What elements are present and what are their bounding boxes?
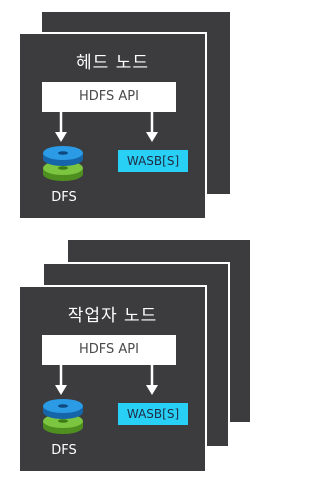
head-node-arrow-to-dfs bbox=[55, 112, 67, 142]
worker-node-arrow-to-dfs bbox=[55, 365, 67, 395]
head-node-title: 헤드 노드 bbox=[76, 53, 149, 73]
head-node-card: 헤드 노드 HDFS API DFS WASB[S] bbox=[18, 32, 207, 220]
worker-node-title: 작업자 노드 bbox=[67, 306, 158, 326]
head-node-wasb-box: WASB[S] bbox=[118, 150, 188, 172]
worker-node-dfs-label: DFS bbox=[51, 443, 77, 458]
head-node-hdfs-api-box: HDFS API bbox=[42, 82, 176, 112]
worker-node-hdfs-api-box: HDFS API bbox=[42, 335, 176, 365]
worker-node-card: 작업자 노드 HDFS API DFS WASB[S] bbox=[18, 285, 207, 473]
worker-node-wasb-box: WASB[S] bbox=[118, 403, 188, 425]
head-node-dfs-label: DFS bbox=[51, 190, 77, 205]
worker-node-arrow-to-wasb bbox=[146, 365, 158, 395]
worker-node-dfs-disk-icon bbox=[43, 399, 83, 434]
head-node-dfs-disk-icon bbox=[43, 146, 83, 181]
head-node-arrow-to-wasb bbox=[146, 112, 158, 142]
